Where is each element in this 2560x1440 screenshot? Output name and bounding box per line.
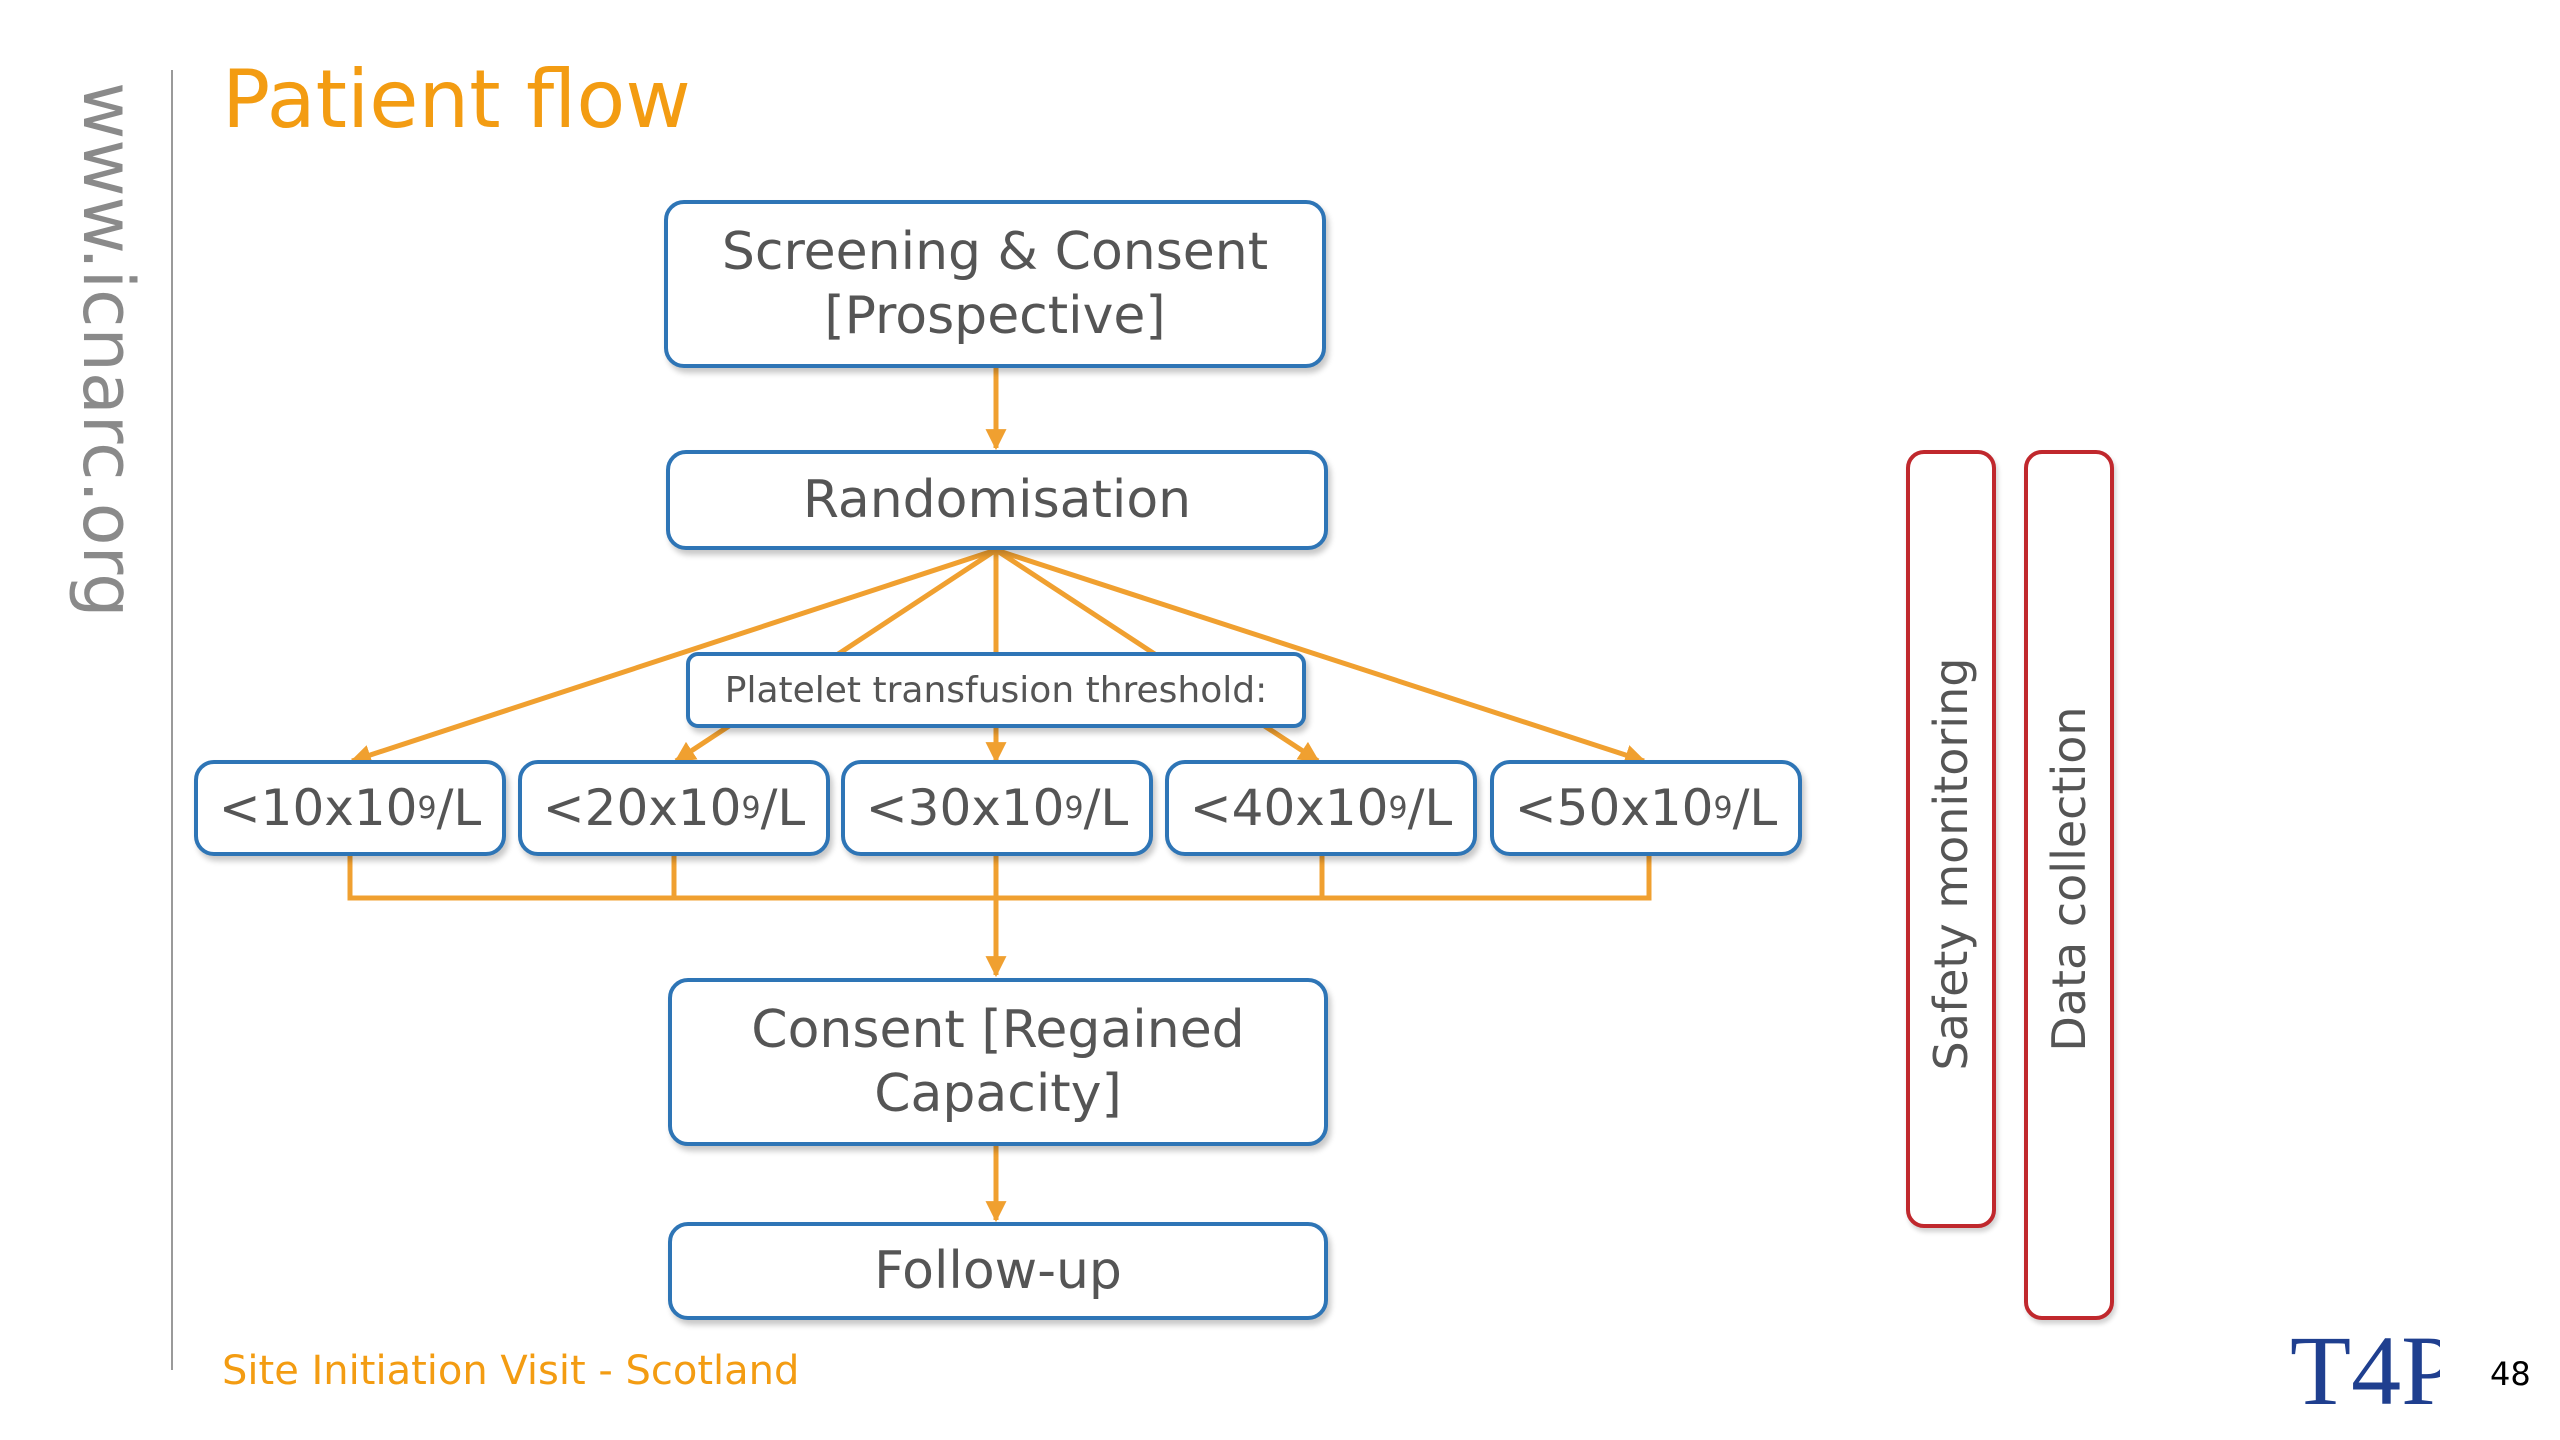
threshold-50-prefix: <50x10 [1514, 779, 1714, 837]
threshold-50-exp: 9 [1713, 790, 1733, 826]
followup-box: Follow-up [668, 1222, 1328, 1320]
threshold-20-unit: /L [760, 779, 806, 837]
arrow-to-threshold-1 [350, 547, 997, 766]
threshold-10-unit: /L [436, 779, 482, 837]
threshold-10-exp: 9 [417, 790, 437, 826]
threshold-40-exp: 9 [1388, 790, 1408, 826]
threshold-20-exp: 9 [741, 790, 761, 826]
arrow-to-threshold-5 [995, 547, 1646, 766]
threshold-40-unit: /L [1407, 779, 1453, 837]
divider-line [171, 70, 173, 1370]
screening-line-1: Screening & Consent [721, 222, 1269, 282]
footer-text: Site Initiation Visit - Scotland [222, 1348, 800, 1394]
threshold-30-prefix: <30x10 [865, 779, 1065, 837]
regained-line-1: Consent [Regained [751, 1000, 1245, 1060]
page-number: 48 [2490, 1355, 2531, 1393]
safety-monitoring-label: Safety monitoring [1924, 657, 1978, 1071]
svg-text:T4P: T4P [2290, 1318, 2440, 1416]
threshold-20-prefix: <20x10 [542, 779, 742, 837]
randomisation-label: Randomisation [802, 470, 1192, 530]
data-collection-label: Data collection [2042, 706, 2096, 1052]
page-title: Patient flow [222, 53, 691, 146]
data-collection-panel: Data collection [2024, 450, 2114, 1320]
screening-line-2: [Prospective] [824, 286, 1166, 346]
threshold-label: Platelet transfusion threshold: [724, 669, 1268, 711]
regained-line-2: Capacity] [874, 1064, 1122, 1124]
safety-monitoring-panel: Safety monitoring [1906, 450, 1996, 1228]
threshold-10-prefix: <10x10 [218, 779, 418, 837]
threshold-50-unit: /L [1732, 779, 1778, 837]
threshold-merge-bracket [347, 855, 1652, 901]
regained-consent-box: Consent [Regained Capacity] [668, 978, 1328, 1146]
threshold-40-prefix: <40x10 [1189, 779, 1389, 837]
followup-label: Follow-up [874, 1241, 1122, 1301]
threshold-30-exp: 9 [1064, 790, 1084, 826]
threshold-label-box: Platelet transfusion threshold: [686, 652, 1306, 728]
screening-consent-box: Screening & Consent [Prospective] [664, 200, 1326, 368]
threshold-30-unit: /L [1083, 779, 1129, 837]
t4p-logo: T4P [2290, 1318, 2440, 1416]
randomisation-box: Randomisation [666, 450, 1328, 550]
